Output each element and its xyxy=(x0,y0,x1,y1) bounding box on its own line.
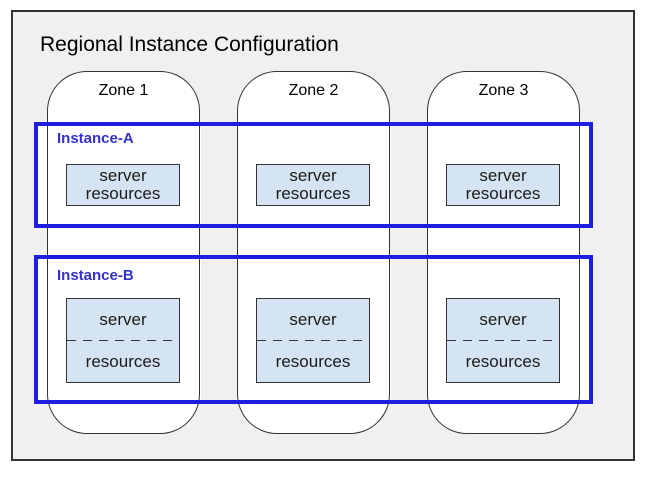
server-resources-box-b1: server resources xyxy=(66,298,180,383)
instance-b-box: Instance-B xyxy=(34,255,593,404)
server-resources-label-line1: server xyxy=(479,166,527,185)
server-resources-label-line2: resources xyxy=(275,351,351,371)
server-resources-box-b2: server resources xyxy=(256,298,370,383)
zone-1-label: Zone 1 xyxy=(98,82,149,99)
server-resources-label-line1: server xyxy=(99,309,147,329)
server-resources-box-a2: server resources xyxy=(256,164,370,206)
zone-gap-strip-2 xyxy=(391,71,427,434)
server-resources-label-line1: server xyxy=(479,309,527,329)
zone-gap-strip-1 xyxy=(201,71,237,434)
zone-3-label: Zone 3 xyxy=(478,82,529,99)
instance-b-label: Instance-B xyxy=(57,267,134,284)
zone-2-label: Zone 2 xyxy=(288,82,339,99)
instance-a-label: Instance-A xyxy=(57,130,134,147)
instance-a-box: Instance-A xyxy=(34,122,593,228)
server-resources-label-line1: server xyxy=(99,166,147,185)
server-resources-box-a1: server resources xyxy=(66,164,180,206)
server-resources-label-line2: resources xyxy=(465,184,541,203)
capacity-divider-line xyxy=(257,340,369,341)
server-resources-label-line1: server xyxy=(289,166,337,185)
diagram-title: Regional Instance Configuration xyxy=(40,33,339,56)
server-resources-box-b3: server resources xyxy=(446,298,560,383)
server-resources-label-line1: server xyxy=(289,309,337,329)
capacity-divider-line xyxy=(447,340,559,341)
server-resources-label-line2: resources xyxy=(465,351,541,371)
server-resources-label-line2: resources xyxy=(85,184,161,203)
server-resources-box-a3: server resources xyxy=(446,164,560,206)
capacity-divider-line xyxy=(67,340,179,341)
server-resources-label-line2: resources xyxy=(275,184,351,203)
server-resources-label-line2: resources xyxy=(85,351,161,371)
